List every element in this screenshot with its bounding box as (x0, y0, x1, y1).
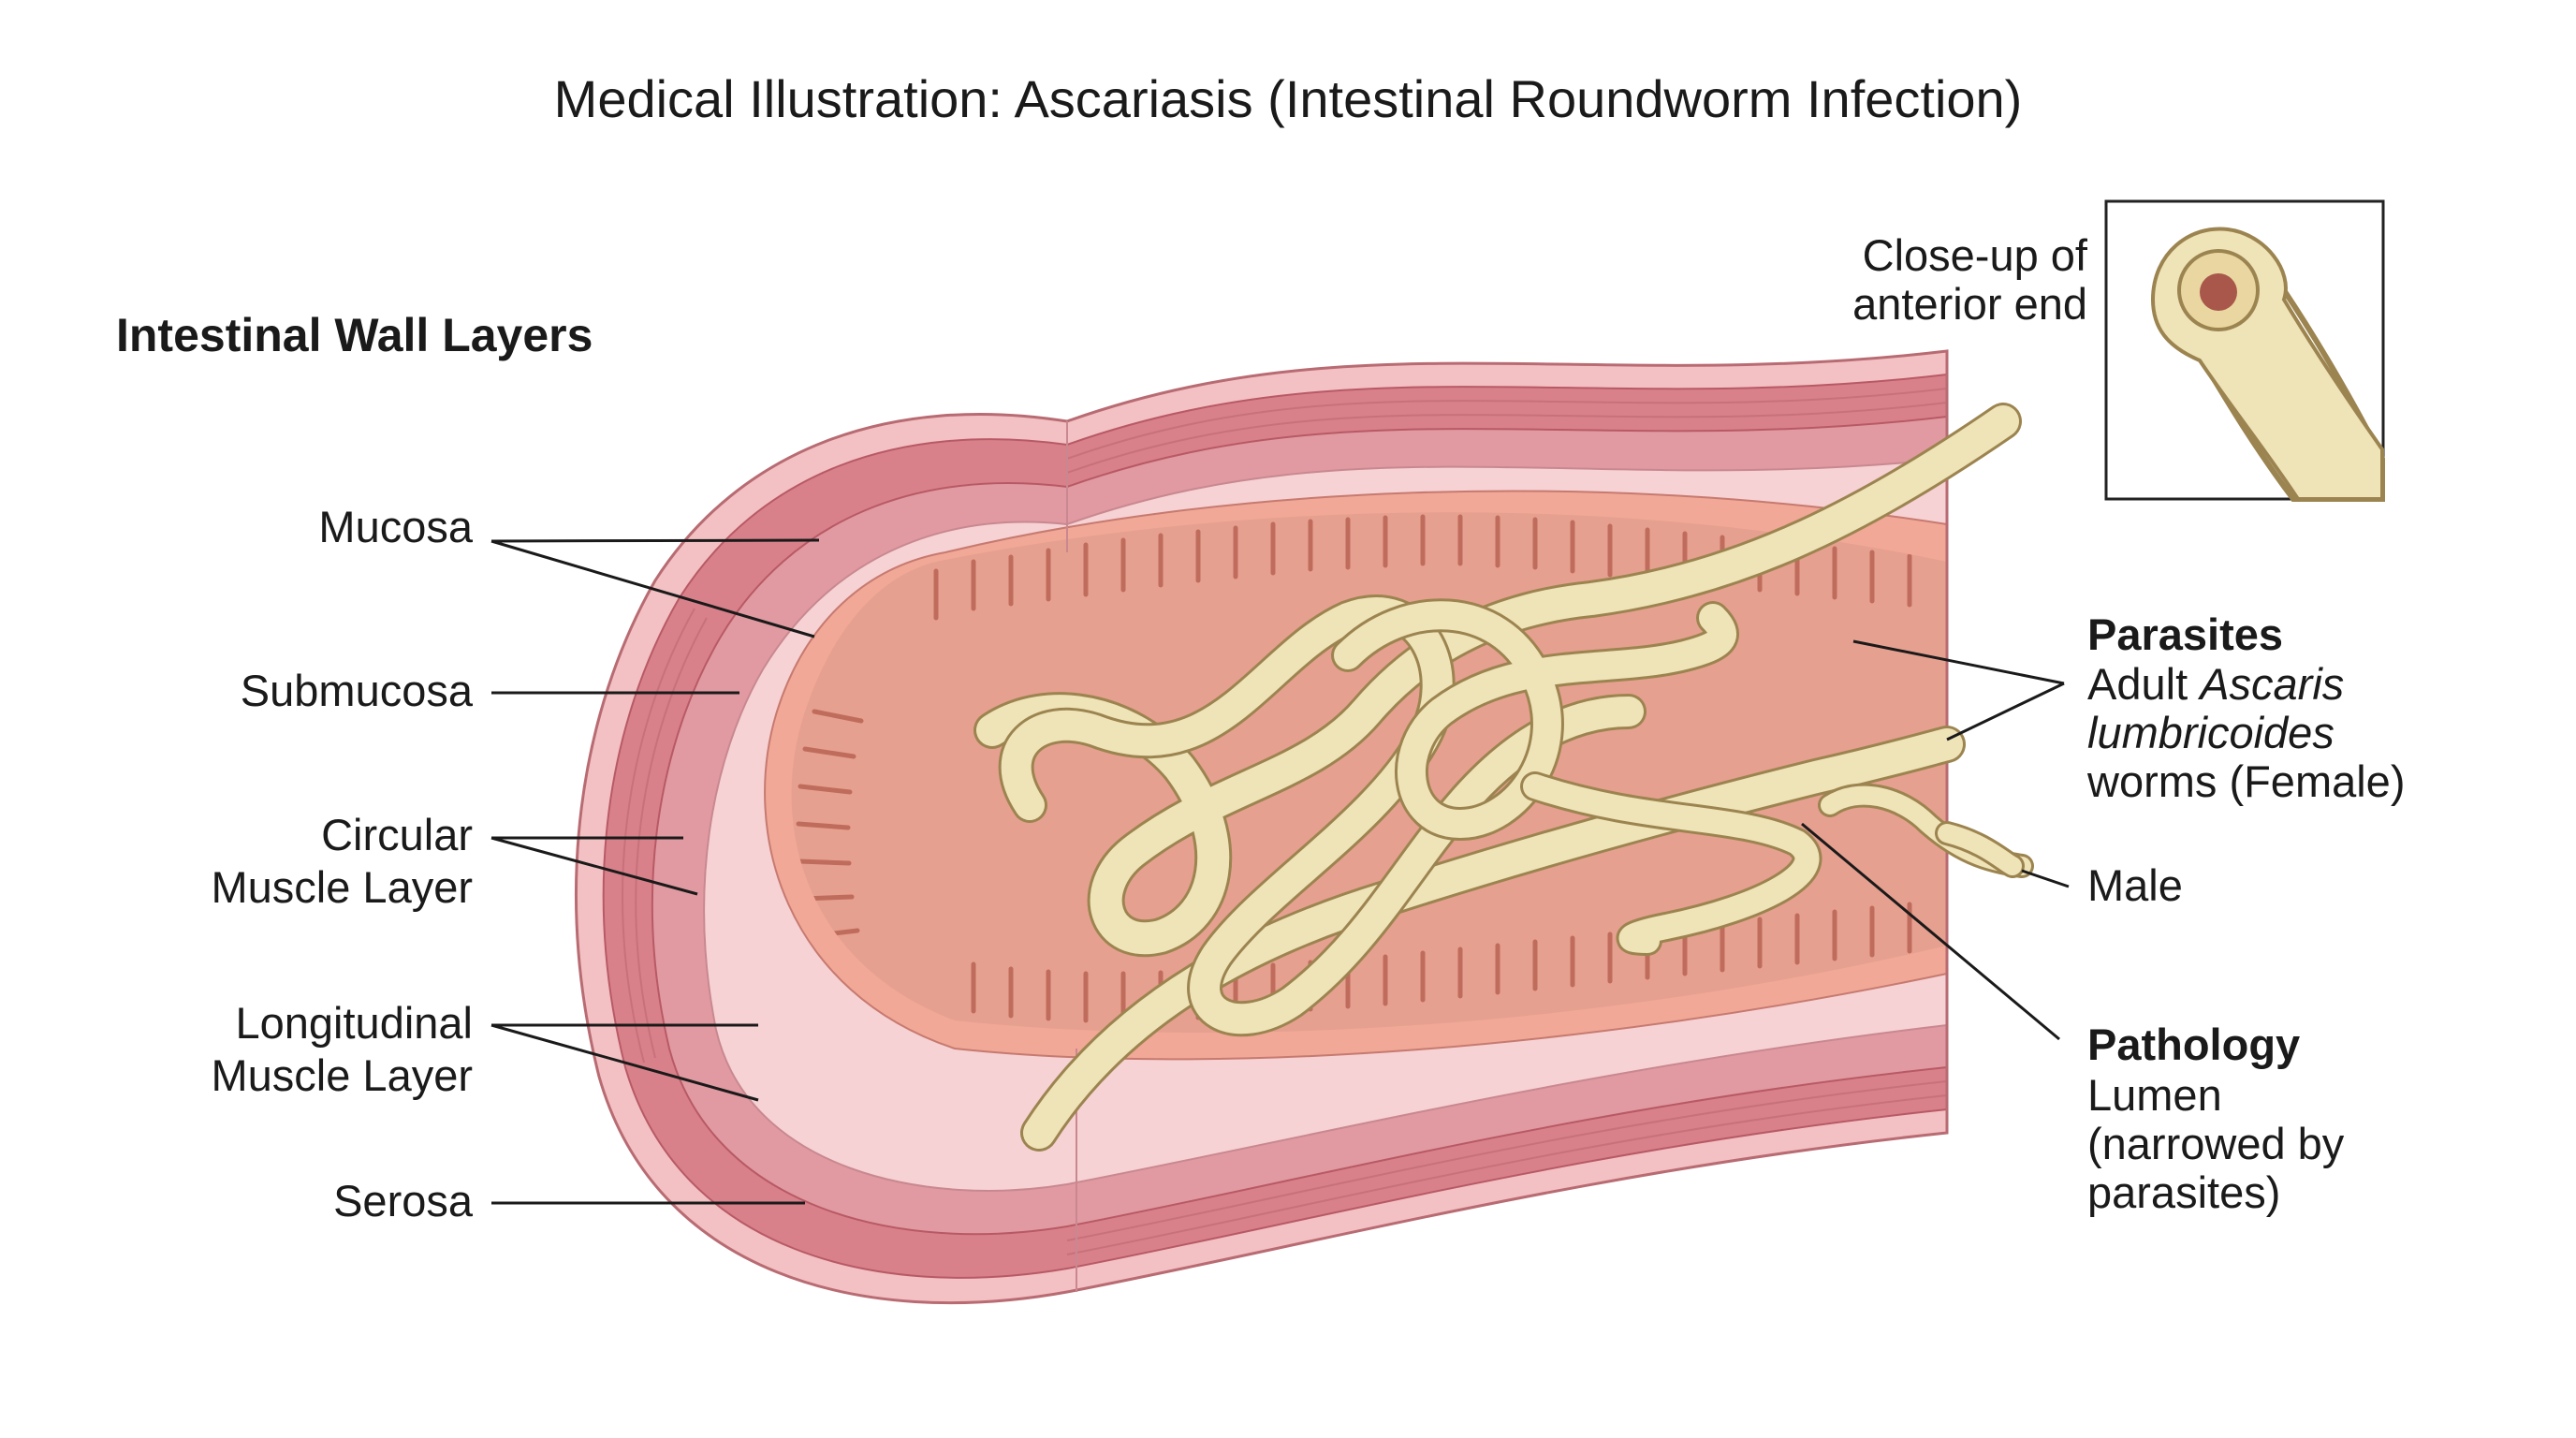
female-worm-2 (973, 403, 2022, 958)
mucosa-leader (490, 538, 820, 638)
label-longitudinal-line1: Longitudinal (235, 998, 474, 1048)
leader-lines (490, 538, 2070, 1205)
male-leader (2021, 869, 2070, 888)
longitudinal-leader (490, 1023, 759, 1102)
parasites-genus: Ascaris (2200, 659, 2345, 709)
female-worm-4 (1331, 598, 1739, 842)
inset-label-line1: Close-up of (1862, 230, 2087, 280)
section-heading: Intestinal Wall Layers (116, 309, 593, 361)
label-submucosa: Submucosa (240, 666, 473, 715)
parasites-line1: Adult Ascaris (2087, 658, 2344, 711)
label-circular-line2: Muscle Layer (211, 862, 474, 912)
label-mucosa: Mucosa (318, 502, 473, 551)
female-worm-1 (1020, 726, 1966, 1152)
pathology-line2: (narrowed by (2087, 1119, 2345, 1168)
parasites-leader (1852, 639, 2065, 741)
muscle-fibers (622, 388, 1948, 1255)
lumen (791, 512, 1948, 1034)
parasites-line1-prefix: Adult (2087, 659, 2201, 709)
label-serosa: Serosa (333, 1176, 473, 1225)
pathology-heading: Pathology (2087, 1020, 2301, 1069)
inset-closeup (2104, 199, 2385, 502)
parasites-heading: Parasites (2087, 609, 2284, 659)
pathology-line1: Lumen (2087, 1070, 2222, 1120)
emerging-worm-male (1935, 821, 2025, 878)
worms (973, 403, 2034, 1152)
pathology-line3: parasites) (2087, 1167, 2281, 1217)
pathology-leader (1801, 822, 2060, 1041)
label-circular-line1: Circular (321, 810, 473, 859)
label-longitudinal-line2: Muscle Layer (211, 1050, 474, 1100)
female-worm-5 (1520, 771, 1822, 956)
parasites-line3: worms (Female) (2087, 756, 2406, 806)
mouth-opening (2200, 273, 2237, 311)
parasites-species: lumbricoides (2087, 708, 2334, 757)
male-label: Male (2087, 860, 2183, 910)
circular-leader (490, 836, 698, 896)
page-title: Medical Illustration: Ascariasis (Intest… (553, 69, 2023, 128)
inset-label-line2: anterior end (1852, 279, 2087, 329)
female-worm-3 (998, 594, 1647, 1037)
